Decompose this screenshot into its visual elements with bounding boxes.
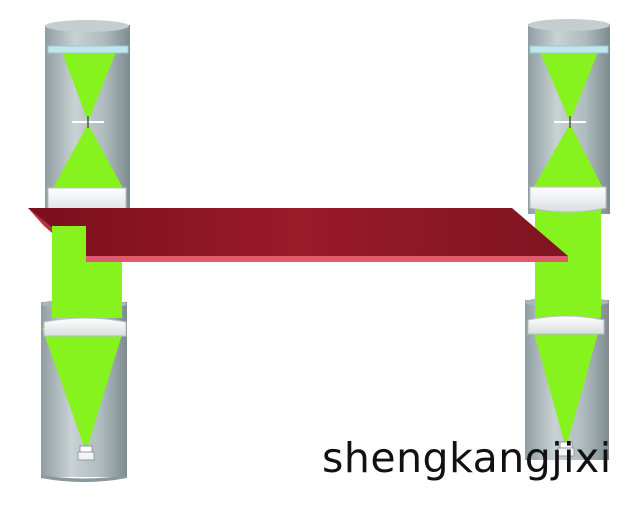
beam-upper-left-mid <box>52 124 124 190</box>
beam-lower-right <box>532 326 600 448</box>
upper-right-window <box>529 45 609 54</box>
upper-left-window <box>47 45 129 54</box>
upper-right-lens <box>529 186 607 213</box>
lower-right-detector <box>557 441 575 457</box>
lower-left-lens <box>43 317 127 337</box>
beam-lower-left <box>42 328 124 452</box>
lower-right-lens <box>527 315 605 335</box>
watermark-text: shengkangjixi <box>322 434 612 482</box>
beam-right-front <box>568 256 601 318</box>
beam-upper-left-top <box>62 52 116 122</box>
test-plate <box>28 208 568 262</box>
beam-left-front <box>52 226 86 262</box>
upper-right-reticle <box>554 116 586 128</box>
lower-left-detector <box>77 445 95 461</box>
upper-left-reticle <box>72 116 104 128</box>
beam-upper-right-top <box>540 52 598 122</box>
beam-upper-right-mid <box>532 124 604 190</box>
